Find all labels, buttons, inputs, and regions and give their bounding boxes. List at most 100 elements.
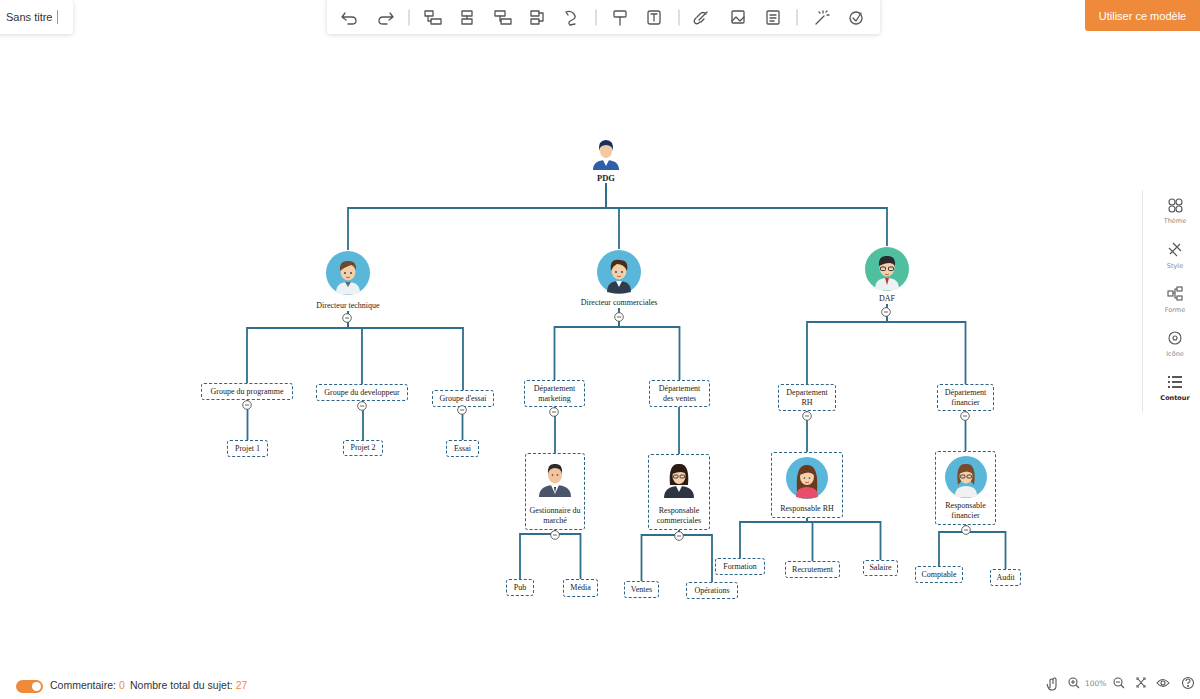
title-panel xyxy=(0,0,73,34)
node-label: Departement RH xyxy=(782,388,832,408)
org-box: Essai xyxy=(446,440,479,457)
zoom-level: 100% xyxy=(1085,679,1106,688)
document-title: Sans titre xyxy=(6,11,52,23)
org-person: DAF xyxy=(847,246,927,304)
toggle-switch xyxy=(16,680,43,693)
node-label: Groupe d'essai xyxy=(440,394,487,404)
org-box: Ventes xyxy=(624,581,659,598)
avatar xyxy=(326,251,370,295)
org-connector xyxy=(520,530,555,579)
node-label: Salaire xyxy=(869,563,891,573)
org-connector xyxy=(807,304,887,384)
side-panel xyxy=(1142,190,1200,412)
org-box: Projet 2 xyxy=(343,440,383,456)
node-label: Formation xyxy=(723,562,756,572)
side-icons xyxy=(1168,199,1182,387)
org-person: PDG xyxy=(576,136,636,183)
org-box: Média xyxy=(563,579,598,597)
org-connector xyxy=(362,401,364,440)
org-connector xyxy=(939,525,966,566)
org-connector xyxy=(807,518,881,560)
org-person: Directeur technique xyxy=(290,250,406,311)
org-connector xyxy=(606,183,887,246)
org-box: Recrutement xyxy=(785,561,840,578)
status-count: 27 xyxy=(236,679,248,691)
status-count: 0 xyxy=(119,679,125,691)
node-label: Département financier xyxy=(941,388,990,408)
node-label: Groupe du programme xyxy=(211,387,284,397)
org-connector xyxy=(348,183,606,250)
node-label: Recrutement xyxy=(792,565,833,575)
org-connector xyxy=(887,304,966,384)
org-box: Responsable financier xyxy=(935,451,996,525)
node-label: DAF xyxy=(879,294,895,304)
node-label: Directeur technique xyxy=(316,301,379,311)
org-connector xyxy=(348,311,362,384)
separator xyxy=(57,10,58,24)
org-connector xyxy=(247,400,249,440)
node-label: Média xyxy=(570,583,590,593)
node-label: Pub xyxy=(514,583,526,593)
org-box: Groupe du developpeur xyxy=(316,384,408,401)
node-label: Ventes xyxy=(631,585,652,595)
org-box: Département financier xyxy=(937,384,994,411)
org-connector xyxy=(555,308,620,380)
org-connector xyxy=(606,183,619,249)
panel-label: Forme xyxy=(1150,306,1200,314)
org-box: Projet 1 xyxy=(227,440,268,457)
node-label: Responsable financier xyxy=(939,501,992,521)
org-connector xyxy=(679,530,712,582)
template-button xyxy=(1085,0,1200,31)
org-box: Formation xyxy=(715,558,765,575)
org-box: Pub xyxy=(506,579,534,596)
node-label: Groupe du developpeur xyxy=(324,388,400,398)
collapse-toggles xyxy=(243,308,971,541)
avatar xyxy=(597,250,641,294)
node-label: Gestionnaire du marché xyxy=(529,506,581,526)
org-box: Gestionnaire du marché xyxy=(525,453,585,530)
node-label: Projet 1 xyxy=(235,444,260,454)
org-connector xyxy=(247,311,348,383)
org-connector xyxy=(619,308,680,380)
org-connector xyxy=(642,530,680,581)
org-box: Audit xyxy=(990,569,1021,586)
node-label: Audit xyxy=(996,573,1014,583)
org-person: Directeur commerciales xyxy=(559,249,679,308)
avatar xyxy=(865,247,909,291)
toggle-knob xyxy=(32,682,41,691)
status-line: Nombre total du sujet:27 xyxy=(130,679,250,691)
org-box: Responsable commerciales xyxy=(648,454,710,530)
org-connector xyxy=(966,525,1006,569)
node-label: Comptable xyxy=(921,570,956,580)
org-connector xyxy=(555,530,581,579)
org-connector xyxy=(348,311,463,390)
node-label: Essai xyxy=(454,444,471,454)
node-label: Directeur commerciales xyxy=(581,298,658,308)
button-label: Utiliser ce modèle xyxy=(1085,10,1200,22)
zoom-controls xyxy=(1047,678,1194,691)
panel-label: Contour xyxy=(1150,394,1200,402)
org-box: Comptable xyxy=(915,566,963,583)
org-connector xyxy=(965,411,967,451)
org-connector xyxy=(740,518,807,558)
node-label: PDG xyxy=(597,173,615,183)
org-box: Groupe d'essai xyxy=(432,390,494,407)
org-connector xyxy=(807,518,813,561)
org-box: Groupe du programme xyxy=(201,383,293,400)
panel-label: Thème xyxy=(1150,217,1200,225)
panel-label: Icône xyxy=(1150,350,1200,358)
toolbar-icons xyxy=(342,10,862,25)
org-connector xyxy=(678,407,680,454)
node-label: Responsable commerciales xyxy=(652,506,706,526)
org-box: Departement RH xyxy=(778,384,836,411)
status-line: Commentaire:0 xyxy=(50,679,128,691)
org-connector xyxy=(806,411,808,452)
org-box: Département marketing xyxy=(524,380,585,407)
node-label: Responsable RH xyxy=(780,504,834,514)
node-label: Département des ventes xyxy=(653,384,706,404)
node-label: Département marketing xyxy=(528,384,581,404)
status-label: Nombre total du sujet: xyxy=(130,679,233,691)
